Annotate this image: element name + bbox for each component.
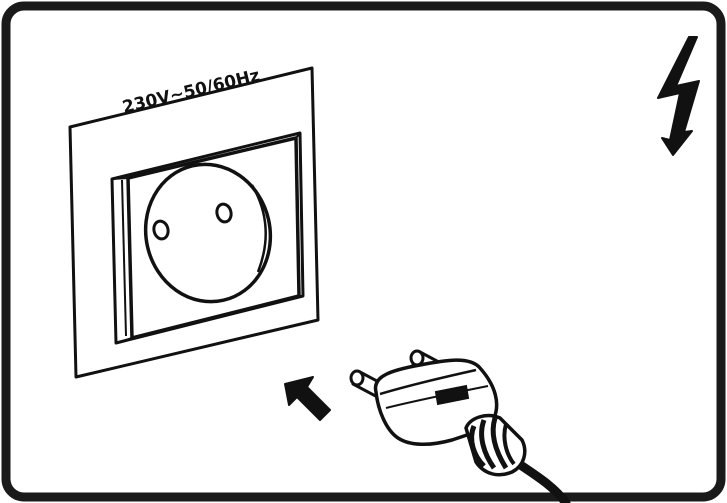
illustration: 230V~50/60Hz [0, 0, 727, 503]
diagram-canvas: 230V~50/60Hz [0, 0, 727, 503]
